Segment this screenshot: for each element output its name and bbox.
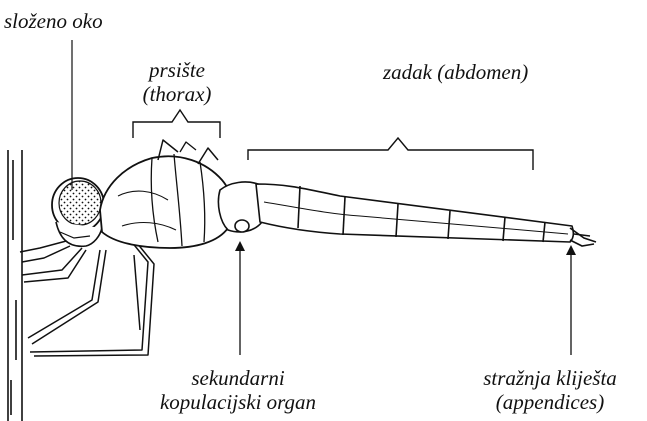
label-compound-eye-text: složeno oko xyxy=(4,9,103,33)
label-thorax-line2: (thorax) xyxy=(118,82,236,106)
appendices xyxy=(570,228,596,246)
label-secondary-organ-line2: kopulacijski organ xyxy=(88,390,388,414)
label-appendices-line1: stražnja kliješta xyxy=(460,366,640,390)
legs xyxy=(20,230,154,356)
label-secondary-organ: sekundarni kopulacijski organ xyxy=(88,366,388,414)
label-compound-eye: složeno oko xyxy=(4,9,103,33)
bracket-thorax xyxy=(133,110,220,138)
label-thorax-line1: prsište xyxy=(118,58,236,82)
label-abdomen-text: zadak (abdomen) xyxy=(383,60,528,84)
label-abdomen: zadak (abdomen) xyxy=(383,60,528,84)
label-secondary-organ-line1: sekundarni xyxy=(88,366,388,390)
thorax xyxy=(100,140,233,248)
label-thorax: prsište (thorax) xyxy=(118,58,236,106)
secondary-genitalia xyxy=(218,182,262,232)
bracket-abdomen xyxy=(248,138,533,170)
label-appendices: stražnja kliješta (appendices) xyxy=(460,366,640,414)
head xyxy=(52,178,104,246)
reed-stem xyxy=(8,150,22,421)
label-appendices-line2: (appendices) xyxy=(460,390,640,414)
abdomen xyxy=(256,184,573,242)
